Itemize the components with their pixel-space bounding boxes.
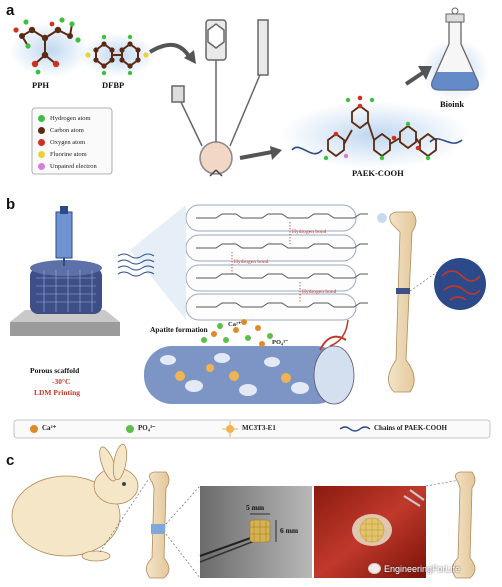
legend-item-fluorine: Fluorine atom (38, 148, 97, 160)
zoom-line-1 (165, 485, 201, 525)
hydrogen-bond-label-3: Hydrogen bond (302, 289, 337, 295)
reaction-apparatus (171, 19, 269, 177)
arrow-to-product (239, 150, 273, 160)
zoom-line-3 (425, 479, 461, 487)
panel-b-legend-box (13, 419, 491, 439)
arrow-to-bioink (404, 70, 426, 86)
panel-label-c: c (6, 452, 15, 469)
panel-label-b: b (6, 196, 16, 213)
zoom-line-2 (165, 533, 201, 579)
oxygen-dot-icon (38, 138, 45, 146)
legend-label: Hydrogen atom (50, 114, 91, 122)
legend-label: Oxygen atom (50, 138, 86, 146)
hydrogen-bond-links (231, 222, 301, 303)
chain-structures (196, 213, 368, 308)
product-label: PAEK-COOH (352, 168, 404, 178)
atom-legend: Hydrogen atom Carbon atom Oxygen atom Fl… (38, 112, 97, 172)
pph-glow (10, 22, 90, 78)
legend-po4-marker (126, 425, 134, 433)
chain-sketch (117, 253, 155, 277)
watermark-text: EngineeringForLife (384, 563, 461, 574)
ion-particles (201, 319, 273, 347)
hydrogen-dot-icon (38, 114, 45, 122)
po4-ion-label: PO₄³⁻ (272, 339, 289, 346)
hydrogen-bond-label-2: Hydrogen bond (234, 259, 269, 265)
legend-label: Unpaired electron (50, 162, 97, 170)
legend-chain-label: Chains of PAEK-COOH (374, 424, 447, 432)
width-dimension-label: 5 mm (246, 503, 265, 512)
legend-cell-label: MC3T3-E1 (242, 424, 276, 432)
legend-item-unpaired-electron: Unpaired electron (38, 160, 97, 172)
paek-chain-right (429, 138, 463, 144)
dfbp-label: DFBP (102, 80, 125, 90)
ca-ion-label: Ca²⁺ (228, 321, 242, 328)
legend-label: Fluorine atom (50, 150, 87, 158)
surgical-clamp (403, 489, 425, 507)
scaffold-sample-grid (250, 520, 270, 542)
bioink-label: Bioink (440, 99, 465, 109)
ldm-printing-label: LDM Printing (34, 388, 81, 397)
unpaired-electron-dot-icon (38, 162, 45, 170)
femur-bone-c-right (452, 471, 476, 579)
chain-boxes (185, 204, 357, 321)
dfbp-atoms (85, 34, 149, 76)
femur-bone-b (377, 211, 441, 393)
panel-label-a: a (6, 2, 15, 19)
paek-atoms (323, 95, 431, 161)
legend-chain-marker (339, 426, 371, 432)
scaffold-label: Porous scaffold (30, 366, 80, 375)
legend-item-hydrogen: Hydrogen atom (38, 112, 97, 124)
watermark: EngineeringForLife (368, 563, 460, 574)
height-dimension-label: 6 mm (280, 526, 299, 535)
atom-legend-box (31, 107, 113, 175)
legend-item-carbon: Carbon atom (38, 124, 97, 136)
temperature-label: -30°C (52, 377, 71, 386)
paek-chain-left (291, 146, 323, 155)
bone-cross-section (434, 258, 486, 310)
pph-atoms (13, 17, 81, 75)
fluorine-dot-icon (38, 150, 45, 158)
legend-item-oxygen: Oxygen atom (38, 136, 97, 148)
product-glow (280, 101, 470, 169)
scaffold-grid (36, 270, 96, 312)
femur-bone-c (146, 471, 170, 579)
hydrogen-bond-label-1: Hydrogen bond (292, 229, 327, 235)
rabbit-illustration (11, 443, 139, 562)
legend-label: Carbon atom (50, 126, 84, 134)
pph-label: PPH (32, 80, 49, 90)
legend-ca-label: Ca²⁺ (42, 424, 57, 432)
bioink-flask (431, 7, 479, 91)
legend-cell-marker (222, 421, 238, 437)
wechat-icon (368, 563, 381, 574)
rabbit-leg-link (99, 479, 149, 553)
legend-po4-label: PO₄³⁻ (138, 424, 156, 432)
carbon-dot-icon (38, 126, 45, 134)
porous-bone-section (144, 319, 355, 405)
ldm-printer (10, 206, 120, 336)
zoom-funnel (130, 205, 186, 320)
apatite-formation-label: Apatite formation (150, 325, 208, 334)
arrow-to-reactor (148, 42, 192, 60)
legend-ca-marker (30, 425, 38, 433)
implanted-scaffold (359, 517, 385, 543)
